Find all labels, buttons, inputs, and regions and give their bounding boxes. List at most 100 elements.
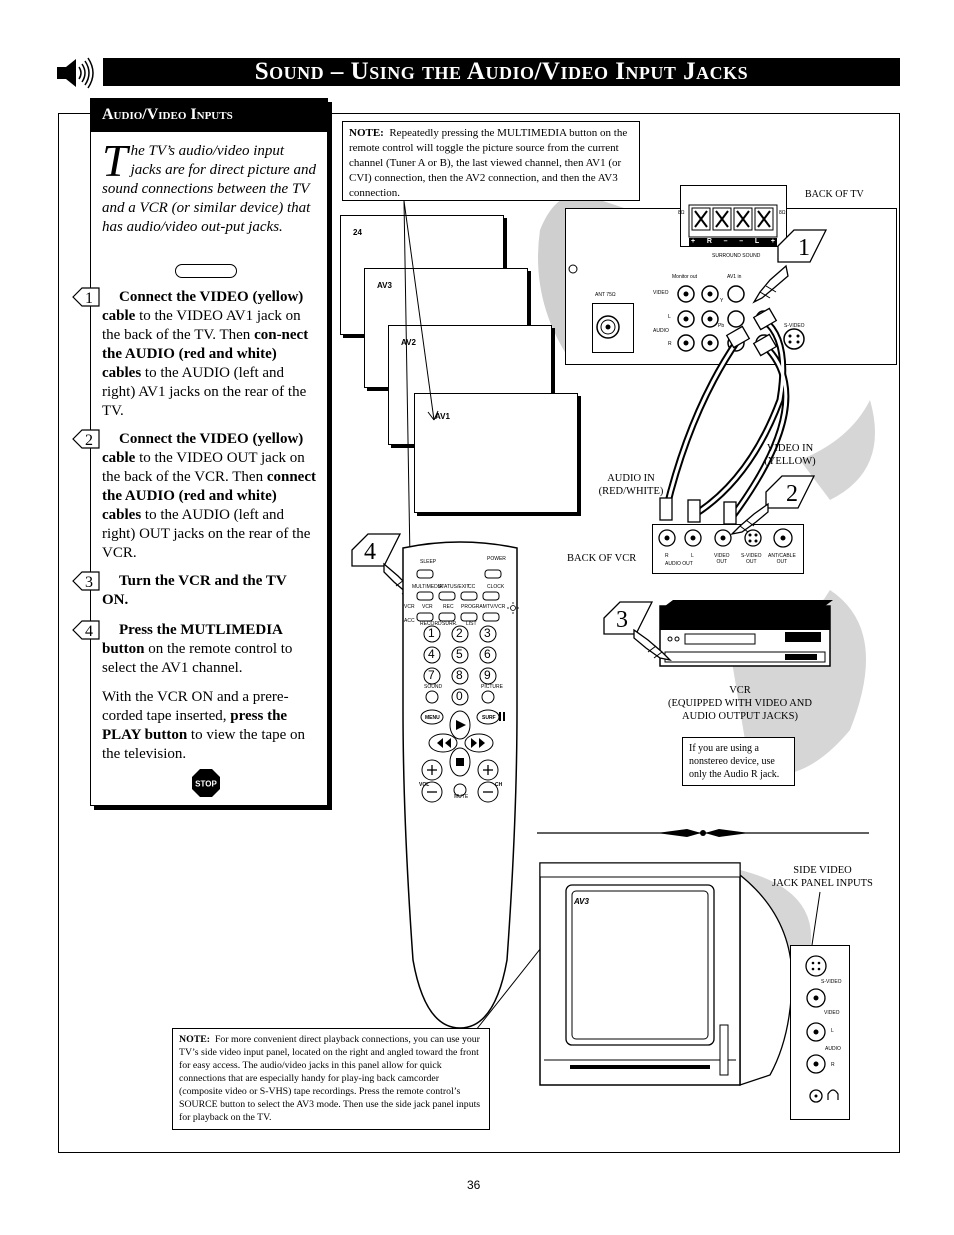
note-bottom-label: NOTE: xyxy=(179,1034,211,1045)
remote-surr-label: SURR. xyxy=(442,621,458,627)
row-audio-label: AUDIO xyxy=(653,328,669,334)
side-l-label: L xyxy=(831,1028,834,1034)
surround-sound-label: SURROUND SOUND xyxy=(712,253,761,259)
tv-front-screen-text: AV3 xyxy=(574,897,589,906)
side-r-label: R xyxy=(831,1062,835,1068)
divider-pill xyxy=(175,264,237,278)
headphones-icon xyxy=(827,1089,839,1100)
intro-text: he TV’s audio/video input jacks are for … xyxy=(102,143,316,235)
screen-label-av1: AV1 xyxy=(435,412,450,421)
step-4-badge: 4 xyxy=(72,620,100,640)
row-r-label: R xyxy=(668,341,672,347)
step-4-bold-1: Press the MUTLIMEDIA button xyxy=(102,622,283,657)
side-video-label: VIDEO xyxy=(824,1010,840,1016)
svideo-tv-label: S-VIDEO xyxy=(784,323,805,329)
step-1-bold-2: con-nect the AUDIO (red and white) cable… xyxy=(102,327,309,381)
side-jacks xyxy=(805,955,839,1103)
term-minus-r: – xyxy=(723,238,728,245)
audio-in-label: AUDIO IN (RED/WHITE) xyxy=(598,473,664,497)
step-2-plain-1: to the VIDEO OUT jack on the back of the… xyxy=(102,450,305,485)
screen-av1: AV1 xyxy=(414,393,578,513)
callout-3: 3 xyxy=(603,601,654,635)
step-2-plain-2: to the AUDIO (left and right) OUT jacks … xyxy=(102,507,311,561)
pointing-hand-icon-1 xyxy=(752,264,789,304)
note-mono-text: If you are using a nonstereo device, use… xyxy=(689,743,780,780)
remote-surf-label: SURF xyxy=(482,715,496,721)
remote-side-vcr: VCR xyxy=(404,604,415,610)
tv-back-indicator xyxy=(568,264,578,274)
remote-program-label: PROGRAM xyxy=(461,604,487,610)
remote-ch-label: CH xyxy=(495,782,503,788)
remote-sun-icon xyxy=(507,602,519,614)
digit-3: 3 xyxy=(484,626,491,640)
remote-sound-label: SOUND xyxy=(424,684,443,690)
step-2-bold-2: connect the AUDIO (red and white) cables xyxy=(102,469,316,523)
side-audio-label: AUDIO xyxy=(825,1046,841,1052)
step-1-text: Connect the VIDEO (yellow) cable to the … xyxy=(102,288,316,421)
section-divider xyxy=(537,829,869,837)
content-frame xyxy=(58,113,900,1153)
back-of-tv-label: BACK OF TV xyxy=(805,189,864,200)
remote-list-label: LIST xyxy=(466,621,477,627)
ohm-right: 8Ω xyxy=(779,210,786,216)
step-4-number: 4 xyxy=(85,623,93,640)
tv-front-illustration xyxy=(539,862,793,1086)
ant-label: ANT 75Ω xyxy=(595,292,616,298)
note-top-text: Repeatedly pressing the MULTIMEDIA butto… xyxy=(349,127,628,199)
note-bottom-text: For more convenient direct playback conn… xyxy=(179,1034,481,1123)
remote-vol-label: VOL xyxy=(419,782,430,788)
callout-2-number: 2 xyxy=(786,481,798,507)
section-heading: Audio/Video Inputs xyxy=(90,98,328,132)
av1-in-label: AV1 in xyxy=(727,274,742,280)
step-3-number: 3 xyxy=(85,574,93,591)
step-2-text: Connect the VIDEO (yellow) cable to the … xyxy=(102,430,316,563)
speaker-sound-icon xyxy=(54,56,98,90)
step-1-number: 1 xyxy=(85,290,93,307)
speaker-terminal-signs: + R – – L + xyxy=(691,238,775,245)
ohm-left: 8Ω xyxy=(678,210,685,216)
step-1-bold-1: Connect the VIDEO (yellow) cable xyxy=(102,289,304,324)
digit-5: 5 xyxy=(456,647,463,661)
closing-bold: press the PLAY button xyxy=(102,708,288,743)
page-title: Sound – Using the Audio/Video Input Jack… xyxy=(103,58,900,86)
digit-0: 0 xyxy=(456,689,463,703)
note-side-panel: NOTE: For more convenient direct playbac… xyxy=(172,1028,490,1130)
pointing-hand-icon-3 xyxy=(633,628,672,662)
term-r: R xyxy=(706,238,712,245)
instructions-panel xyxy=(90,98,328,806)
pointing-hand-icon-2 xyxy=(730,502,769,536)
step-2-number: 2 xyxy=(85,432,93,449)
row-l-label: L xyxy=(668,314,671,320)
av-cables xyxy=(659,307,790,525)
remote-vcr-label: VCR xyxy=(422,604,433,610)
digit-7: 7 xyxy=(428,668,435,682)
remote-sleep-label: SLEEP xyxy=(420,559,437,565)
note-multimedia: NOTE: Repeatedly pressing the MULTIMEDIA… xyxy=(342,121,640,201)
remote-tvvcr-label: TV/VCR xyxy=(487,604,506,610)
step-1-plain-1: to the VIDEO AV1 jack on the back of the… xyxy=(102,308,301,343)
back-of-vcr-label: BACK OF VCR xyxy=(567,553,637,564)
ant-jack-box xyxy=(592,303,634,353)
vcr-audio-out: AUDIO OUT xyxy=(665,561,693,567)
screen-label-av2: AV2 xyxy=(401,338,416,347)
note-nonstereo: If you are using a nonstereo device, use… xyxy=(682,737,795,786)
step-2-badge: 2 xyxy=(72,429,100,449)
digit-6: 6 xyxy=(484,647,491,661)
page-number: 36 xyxy=(467,1178,481,1192)
remote-menu-label: MENU xyxy=(425,715,440,721)
digit-4: 4 xyxy=(428,647,435,661)
term-plus-l: + xyxy=(770,238,775,245)
screen-label-av3: AV3 xyxy=(377,281,392,290)
step-3-bold-1: Turn the VCR and the TV ON. xyxy=(102,573,287,608)
step-3-text: Turn the VCR and the TV ON. xyxy=(102,572,316,610)
digit-9: 9 xyxy=(484,668,491,682)
speaker-terminals xyxy=(688,204,778,246)
note-top-label: NOTE: xyxy=(349,127,384,139)
side-svideo-label: S-VIDEO xyxy=(821,979,842,985)
closing-text: With the VCR ON and a prere-corded tape … xyxy=(102,688,316,764)
remote-side-acc: ACC xyxy=(404,618,415,624)
remote-picture-label: PICTURE xyxy=(481,684,503,690)
remote-mute-label: MUTE xyxy=(454,794,469,800)
